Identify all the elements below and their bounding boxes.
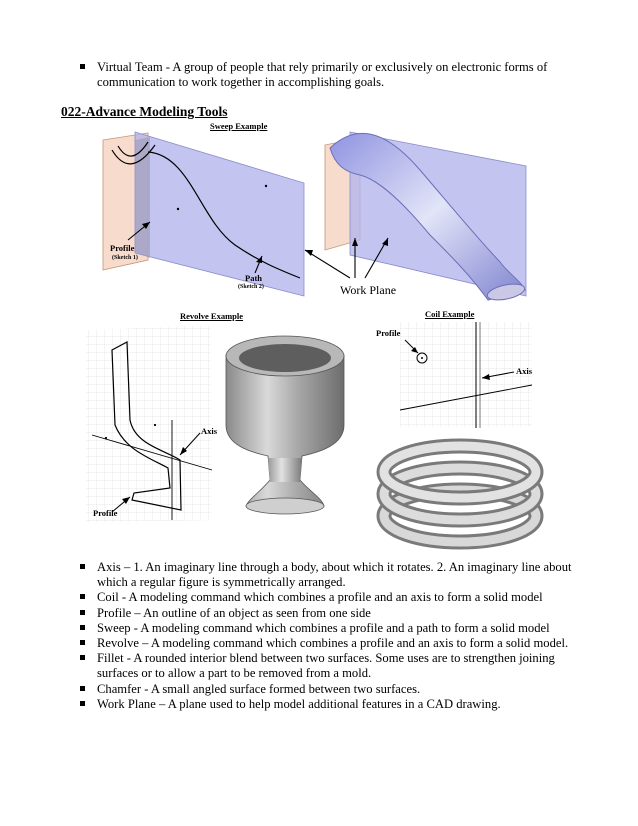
sweep-solid-tube — [329, 132, 526, 301]
bullet-marker — [80, 640, 85, 646]
list-item: Virtual Team - A group of people that re… — [0, 60, 638, 90]
sweep-profile-arc — [111, 144, 156, 165]
list-item: Fillet - A rounded interior blend betwee… — [0, 651, 638, 681]
bullet-marker — [80, 564, 85, 569]
list-item: Work Plane – A plane used to help model … — [0, 697, 638, 712]
definition-text: Chamfer - A small angled surface formed … — [97, 681, 421, 696]
definition-text: Profile – An outline of an object as see… — [97, 605, 371, 620]
sweep-title: Sweep Example — [210, 121, 268, 131]
bullet-marker — [80, 624, 85, 630]
intro-list: Virtual Team - A group of people that re… — [0, 60, 638, 90]
sweep-profile-sub: (Sketch 1) — [112, 255, 138, 261]
revolve-title: Revolve Example — [180, 311, 244, 321]
list-item: Chamfer - A small angled surface formed … — [0, 682, 638, 697]
sweep-path-sub: (Sketch 2) — [238, 284, 264, 290]
bullet-marker — [80, 594, 85, 600]
definitions-list: Axis – 1. An imaginary line through a bo… — [0, 560, 638, 712]
sweep-path-label: Path — [245, 273, 262, 283]
coil-title: Coil Example — [425, 309, 475, 319]
list-item: Coil - A modeling command which combines… — [0, 590, 638, 605]
list-item: Revolve – A modeling command which combi… — [0, 636, 638, 651]
definition-text: Axis – 1. An imaginary line through a bo… — [97, 560, 572, 590]
list-item: Sweep - A modeling command which combine… — [0, 621, 638, 636]
coil-axis-label: Axis — [516, 366, 533, 376]
bullet-marker — [80, 685, 85, 691]
coil-profile-label: Profile — [376, 328, 401, 338]
bullet-marker — [80, 655, 85, 661]
revolve-profile-outline — [111, 341, 182, 511]
coil-solid-spring — [376, 438, 544, 550]
intro-item-text: Virtual Team - A group of people that re… — [97, 60, 548, 90]
coil-profile-circle — [416, 352, 428, 364]
list-item: Profile – An outline of an object as see… — [0, 606, 638, 621]
section-heading: 022-Advance Modeling Tools — [61, 104, 228, 119]
bullet-marker — [80, 64, 85, 69]
definition-text: Work Plane – A plane used to help model … — [97, 696, 501, 711]
bullet-marker — [80, 700, 85, 706]
definition-text: Sweep - A modeling command which combine… — [97, 620, 550, 635]
sweep-profile-label: Profile — [110, 243, 135, 253]
sweep-path-curve — [147, 151, 301, 279]
definition-text: Fillet - A rounded interior blend betwee… — [97, 651, 555, 681]
definition-text: Revolve – A modeling command which combi… — [97, 636, 569, 651]
work-plane-label: Work Plane — [340, 283, 397, 297]
list-item: Axis – 1. An imaginary line through a bo… — [0, 560, 638, 590]
revolve-axis-label: Axis — [201, 426, 218, 436]
definition-text: Coil - A modeling command which combines… — [97, 590, 543, 605]
bullet-marker — [80, 609, 85, 615]
revolve-profile-label: Profile — [93, 508, 118, 518]
